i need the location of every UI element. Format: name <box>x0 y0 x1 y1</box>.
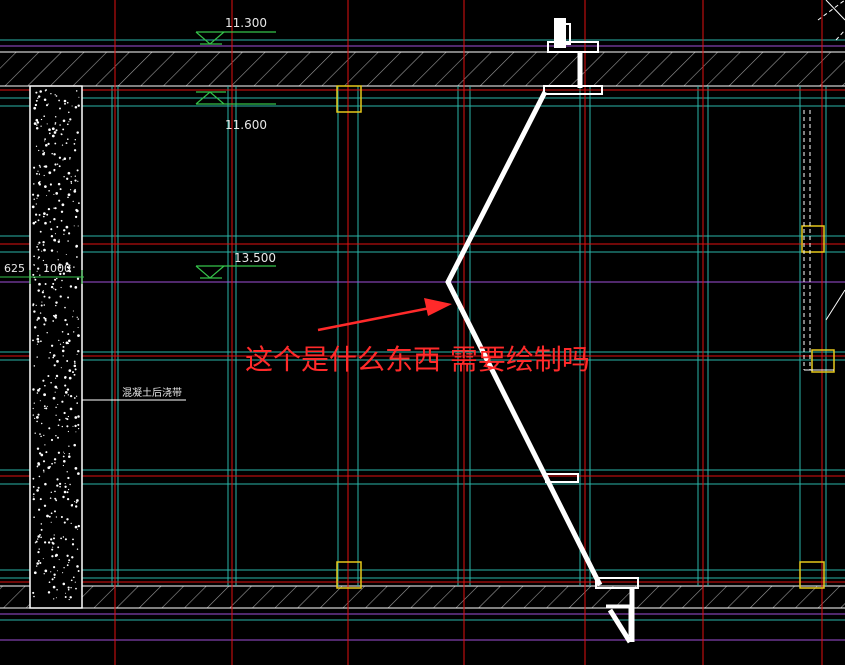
dimension-line <box>0 270 84 284</box>
elevation-marker-middle <box>195 91 276 105</box>
bottom-beam-band <box>0 585 845 609</box>
annotation-text: 这个是什么东西 需要绘制吗 <box>245 343 590 376</box>
elevation-marker-top <box>195 31 276 45</box>
post-pour-strip[interactable] <box>29 85 83 609</box>
annotation-arrow <box>317 298 452 332</box>
dimension-label-1000: 1000 <box>43 262 71 275</box>
purple-reference-lines <box>0 45 845 641</box>
elevation-label-middle: 11.600 <box>225 118 267 132</box>
zigzag-wall-element[interactable] <box>445 18 639 644</box>
post-pour-strip-label: 混凝土后浇带 <box>122 386 182 399</box>
right-dashed-structure <box>803 0 845 371</box>
cyan-grid-lines <box>0 39 845 621</box>
elevation-label-top: 11.300 <box>225 16 267 30</box>
column-markers <box>336 85 835 589</box>
dimension-label-625: 625 <box>4 262 25 275</box>
elevation-marker-lower <box>195 265 276 279</box>
top-beam-band <box>0 51 845 87</box>
elevation-label-lower: 13.500 <box>234 251 276 265</box>
